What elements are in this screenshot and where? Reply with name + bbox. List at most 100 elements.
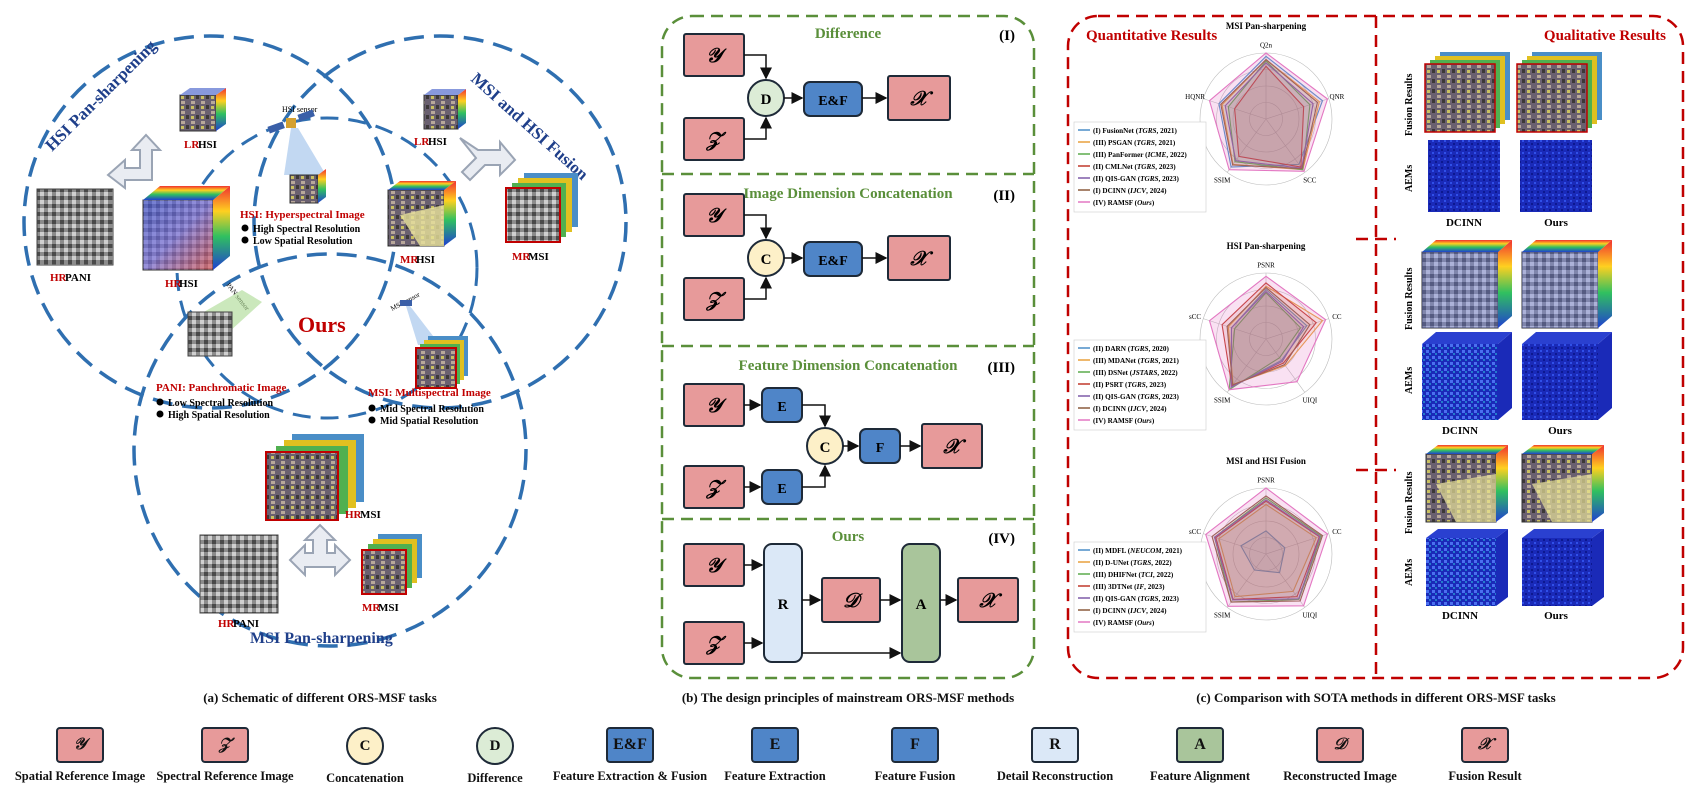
msi-sensor-stack bbox=[415, 336, 468, 389]
hr-hsi-suffix: HSI bbox=[179, 278, 198, 290]
s3-e1: E bbox=[777, 400, 786, 415]
legend-label: Spatial Reference Image bbox=[14, 769, 146, 783]
hr-pani-bottom-prefix: HR bbox=[218, 618, 236, 630]
msi-hsi-title: MSI and HSI Fusion bbox=[467, 69, 592, 184]
row3-fusion-label: Fusion Results bbox=[1404, 471, 1415, 534]
msi-satellite-icon bbox=[400, 300, 412, 306]
legend-item: A Feature Alignment bbox=[1115, 727, 1285, 784]
legend-entry: (IV) RAMSF (Ours) bbox=[1093, 619, 1155, 627]
radar-axis-label: SCC bbox=[1303, 176, 1317, 184]
hr-hsi-prefix: HR bbox=[165, 278, 183, 290]
radar-axis-label: CC bbox=[1332, 313, 1342, 321]
hsi-satellite-icon bbox=[267, 109, 326, 175]
lr-hsi-right-suffix: HSI bbox=[428, 136, 447, 148]
msi-pan-title: MSI Pan-sharpening bbox=[250, 630, 393, 647]
radar-axis bbox=[1265, 118, 1306, 173]
legend-symbol: A bbox=[1176, 727, 1224, 763]
radar-axis-label: CC bbox=[1332, 528, 1342, 536]
section-3-title: Feature Dimension Concatenation bbox=[739, 358, 959, 374]
radar-series-5 bbox=[1224, 62, 1314, 169]
msi-def-2: Mid Spatial Resolution bbox=[380, 416, 479, 427]
radar-legend-1: (I) FusionNet (TGRS, 2021)(III) PSGAN (T… bbox=[1073, 121, 1207, 213]
section-4-roman: (IV) bbox=[988, 531, 1015, 547]
radar-series-6 bbox=[1220, 58, 1319, 170]
legend-label: Reconstructed Image bbox=[1283, 769, 1397, 783]
legend-label: Feature Extraction & Fusion bbox=[552, 769, 708, 783]
radar-series-4 bbox=[1234, 65, 1305, 168]
radar-series-7 bbox=[1205, 487, 1329, 607]
legend-entry: (III) 3DTNet (IF, 2023) bbox=[1093, 583, 1165, 591]
legend-symbol: F bbox=[891, 727, 939, 763]
radar-axis bbox=[1226, 118, 1267, 173]
radar-axis bbox=[1203, 533, 1267, 555]
s2-c: C bbox=[761, 252, 772, 268]
hsi-def-1: High Spectral Resolution bbox=[253, 224, 361, 235]
s4-a: A bbox=[916, 597, 927, 613]
quantitative-title: Quantitative Results bbox=[1086, 28, 1217, 44]
radar-title: HSI Pan-sharpening bbox=[1227, 241, 1306, 251]
pani-sensor-image bbox=[187, 311, 233, 357]
legend-label: Detail Reconstruction bbox=[996, 769, 1114, 783]
radar-axis-label: UIQI bbox=[1302, 396, 1317, 404]
row1-method-left: DCINN bbox=[1446, 217, 1482, 229]
legend-symbol: 𝒳 bbox=[1461, 727, 1509, 763]
radar-legend-2: (II) DARN (TGRS, 2020)(III) MDANet (TGRS… bbox=[1073, 339, 1207, 431]
hr-pani-bottom-image bbox=[199, 534, 279, 614]
ours-title: Ours bbox=[298, 312, 346, 337]
row3-method-right: Ours bbox=[1544, 610, 1569, 622]
panel-a-caption: (a) Schematic of different ORS-MSF tasks bbox=[203, 690, 437, 705]
row2-aems-label: AEMs bbox=[1404, 367, 1415, 394]
legend-entry: (II) QIS-GAN (TGRS, 2023) bbox=[1093, 393, 1179, 401]
row3-dcinn-aem bbox=[1426, 529, 1508, 606]
legend-label: Spectral Reference Image bbox=[156, 769, 294, 783]
legend-label: Feature Extraction bbox=[724, 769, 826, 783]
radar-series-6 bbox=[1211, 495, 1324, 603]
radar-legend-box bbox=[1073, 339, 1207, 431]
legend-entry: (II) DARN (TGRS, 2020) bbox=[1093, 345, 1169, 353]
legend-label: Feature Alignment bbox=[1149, 769, 1251, 783]
legend-entry: (IV) RAMSF (Ours) bbox=[1093, 417, 1155, 425]
hsi-pan-title: HSI Pan-sharpening bbox=[41, 36, 160, 155]
radar-axis bbox=[1265, 98, 1329, 120]
s3-c: C bbox=[820, 440, 831, 456]
radar-axis bbox=[1265, 533, 1329, 555]
mr-msi-bottom-suffix: MSI bbox=[378, 602, 399, 614]
row2-method-left: DCINN bbox=[1442, 425, 1478, 437]
row3-ours-aem bbox=[1522, 529, 1604, 606]
mr-hsi-prefix: MR bbox=[400, 254, 419, 266]
legend-symbol: E&F bbox=[606, 727, 654, 763]
legend-entry: (I) DCINN (IJCV, 2024) bbox=[1093, 187, 1167, 195]
legend-label: Fusion Result bbox=[1448, 769, 1522, 783]
legend-entry: (II) MDFL (NEUCOM, 2021) bbox=[1093, 547, 1183, 555]
msi-hsi-circle bbox=[252, 34, 628, 410]
legend-entry: (III) DSNet (JSTARS, 2022) bbox=[1093, 369, 1178, 377]
hr-pani-left-prefix: HR bbox=[50, 272, 68, 284]
radar-series-5 bbox=[1230, 290, 1305, 388]
legend-entry: (I) DCINN (IJCV, 2024) bbox=[1093, 607, 1167, 615]
lr-hsi-top-cube bbox=[179, 88, 226, 132]
radar-axis-label: sCC bbox=[1189, 528, 1201, 536]
s2-ef: E&F bbox=[818, 254, 848, 269]
row2-dcinn-fusion bbox=[1421, 240, 1512, 329]
lr-hsi-top-suffix: HSI bbox=[198, 139, 217, 151]
row2-dcinn-aem bbox=[1422, 332, 1512, 420]
section-2-roman: (II) bbox=[993, 188, 1015, 204]
s4-r: R bbox=[778, 597, 789, 613]
legend-entry: (IV) RAMSF (Ours) bbox=[1093, 199, 1155, 207]
s3-x: 𝒳 bbox=[942, 436, 966, 458]
s3-f: F bbox=[876, 441, 885, 456]
s4-x: 𝒳 bbox=[978, 590, 1002, 612]
panel-b-caption: (b) The design principles of mainstream … bbox=[681, 690, 1015, 705]
msi-pan-circle bbox=[132, 252, 528, 648]
pani-def-2: High Spatial Resolution bbox=[168, 410, 270, 421]
s3-e2: E bbox=[777, 482, 786, 497]
lr-hsi-top-prefix: LR bbox=[184, 139, 200, 151]
radar-legend-box bbox=[1073, 121, 1207, 213]
s2-z: 𝒵 bbox=[705, 289, 726, 311]
mr-msi-right-prefix: MR bbox=[512, 251, 531, 263]
radar-axis-label: SSIM bbox=[1214, 176, 1231, 184]
